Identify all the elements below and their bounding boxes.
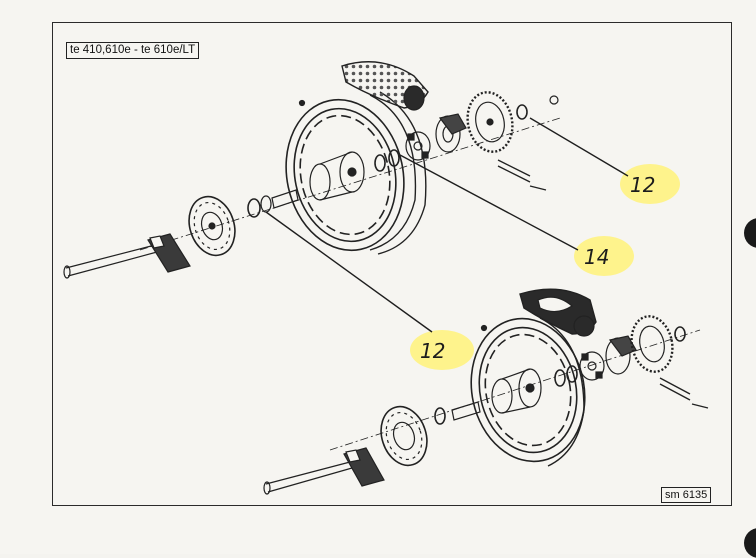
lower-wheel-assembly	[263, 288, 709, 495]
upper-bearings-right	[374, 149, 400, 172]
binder-hole-upper	[744, 218, 756, 248]
upper-sprocket-carrier	[435, 113, 467, 153]
lower-sprocket-carrier	[605, 335, 637, 375]
drawing-reference-box: sm 6135	[661, 487, 712, 503]
lower-bearings-right	[554, 365, 578, 387]
upper-cush-drive	[405, 131, 431, 161]
lower-tire-segment	[539, 317, 585, 467]
upper-wheel-assembly	[63, 61, 561, 279]
upper-tire-segment	[369, 91, 427, 255]
lower-axle	[263, 461, 353, 495]
model-title-box: te 410,610e - te 610e/LT	[66, 42, 200, 59]
binder-hole-lower	[744, 528, 756, 558]
callout-label-12-bottom: 12	[420, 339, 445, 363]
upper-axle	[63, 244, 158, 279]
upper-spacer-left	[247, 189, 299, 218]
callout-highlight-12-top	[620, 164, 680, 204]
upper-chain-links	[497, 159, 547, 191]
lower-spacer-left	[434, 401, 481, 425]
callout-highlight-12-bottom	[410, 330, 474, 370]
upper-rim	[285, 98, 405, 252]
upper-brake-disc	[188, 195, 236, 257]
upper-rear-sprocket	[466, 91, 514, 153]
lower-chain-adjuster	[343, 447, 385, 487]
upper-tread-piece	[341, 61, 429, 111]
lower-axle-nut	[674, 326, 686, 342]
upper-chain-adjuster	[147, 233, 191, 273]
lower-valve-marker	[480, 324, 488, 332]
lower-tread-piece	[519, 288, 597, 337]
callout-label-12-top: 12	[630, 173, 655, 197]
upper-axle-nut	[516, 95, 559, 120]
callout-label-14: 14	[584, 245, 609, 269]
drawing-frame	[52, 22, 732, 506]
upper-hub	[309, 151, 365, 201]
lower-brake-disc	[380, 405, 428, 467]
leader-lines	[265, 117, 629, 333]
lower-rear-sprocket	[630, 315, 674, 373]
callout-highlight-14	[574, 236, 634, 276]
lower-cush-drive	[579, 351, 605, 381]
lower-chain-links	[659, 377, 709, 409]
lower-hub	[491, 368, 542, 414]
upper-valve-marker	[298, 99, 306, 107]
